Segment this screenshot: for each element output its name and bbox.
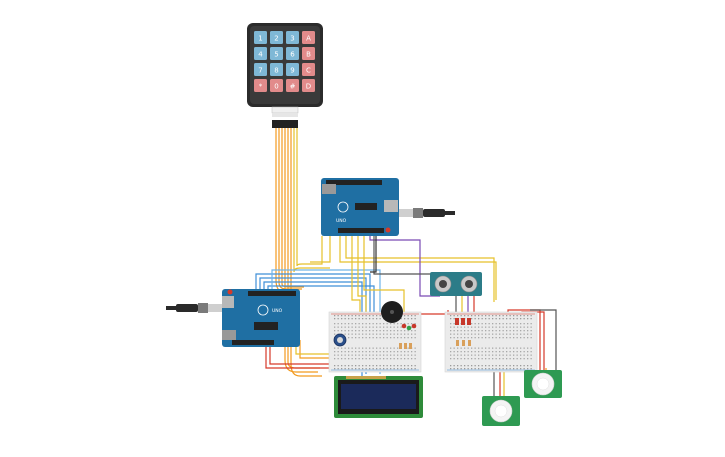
led-red [401,323,407,329]
lcd-16x2 [334,376,423,418]
breadboard-right-body [444,311,538,373]
pir-sensor-1 [482,396,520,426]
ultrasonic-sensor [430,272,482,296]
key-label: C [306,67,311,75]
keypad-ribbon [271,106,299,114]
key-label: # [290,83,296,91]
arduino-bottom-power-jack [222,296,234,308]
key-label: 3 [290,35,294,43]
key-label: 8 [274,67,278,75]
arduino-bottom-label: UNO [272,308,283,314]
key-1[interactable]: 1 [254,31,267,44]
lcd-pins [346,376,386,379]
key-label: 0 [274,83,278,91]
lcd-screen [341,384,416,409]
key-0[interactable]: 0 [270,79,283,92]
arduino-top-usb [322,184,336,194]
key-3[interactable]: 3 [286,31,299,44]
key-label: 6 [290,51,295,59]
breadboard-left [328,311,422,373]
key-label: * [259,83,263,91]
key-8[interactable]: 8 [270,63,283,76]
arduino-top-chip [355,203,377,210]
key-star[interactable]: * [254,79,267,92]
arduino-bottom-board [222,289,300,347]
piezo-buzzer [381,301,403,323]
key-label: A [306,35,311,43]
arduino-top-power-jack [384,200,398,212]
key-C[interactable]: C [302,63,315,76]
potentiometer[interactable] [333,333,347,347]
key-9[interactable]: 9 [286,63,299,76]
key-hash[interactable]: # [286,79,299,92]
arduino-top-header-digital [326,180,382,185]
key-A[interactable]: A [302,31,315,44]
arduino-top-usb-cable [399,208,455,218]
resistors-right [455,318,471,346]
key-label: 5 [274,51,278,59]
arduino-bottom-header-analog [232,340,274,345]
key-label: B [306,51,311,59]
keypad-header [272,120,298,128]
arduino-bottom-reset-button[interactable] [227,289,233,295]
arduino-bottom-usb-cable [166,303,222,313]
breadboard-left-body [328,311,422,373]
leds [401,323,417,331]
key-2[interactable]: 2 [270,31,283,44]
gray-wire [373,236,434,275]
key-B[interactable]: B [302,47,315,60]
key-label: 7 [258,67,262,75]
arduino-bottom-header-digital [248,291,296,296]
arduino-bottom-logo [257,304,269,316]
pir-sensor-2 [524,370,562,398]
keypad-4x4: 1 2 3 A 4 5 6 B 7 8 9 C * 0 # D [247,23,323,128]
key-label: 9 [290,67,294,75]
resistors-left [399,343,412,349]
arduino-uno-bottom: UNO [166,289,300,347]
key-4[interactable]: 4 [254,47,267,60]
led-red-2 [411,323,417,329]
arduino-top-reset-button[interactable] [385,227,391,233]
key-7[interactable]: 7 [254,63,267,76]
dark-wire [370,236,377,273]
key-label: D [306,83,311,91]
arduino-bottom-chip [254,322,278,330]
keypad-keys: 1 2 3 A 4 5 6 B 7 8 9 C * 0 # D [254,31,315,92]
key-5[interactable]: 5 [270,47,283,60]
key-D[interactable]: D [302,79,315,92]
arduino-top-header-analog [338,228,384,233]
breadboard-right [444,311,538,373]
arduino-top-logo [337,201,349,213]
arduino-top-label: UNO [336,218,347,224]
purple-wire [369,236,440,297]
key-label: 4 [258,51,263,59]
breadboard-holes [447,313,535,371]
led-green [406,325,412,331]
key-6[interactable]: 6 [286,47,299,60]
arduino-bottom-usb [222,330,236,340]
key-label: 2 [274,35,278,43]
key-label: 1 [258,35,262,43]
arduino-uno-top: UNO [321,178,455,236]
